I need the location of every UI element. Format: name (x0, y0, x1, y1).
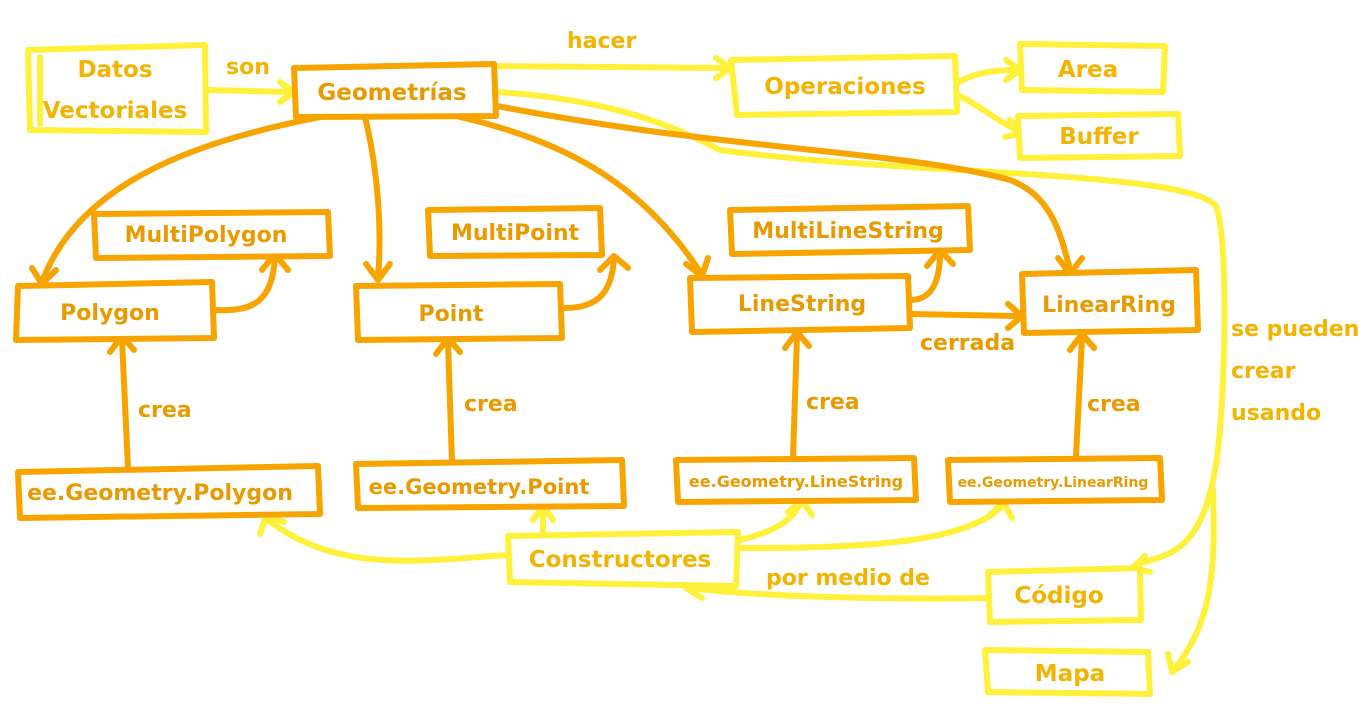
edge-operaciones-to-area (952, 67, 1021, 87)
edge-geometrias-to-operaciones (495, 63, 731, 71)
node-label-datos-line2: Vectoriales (43, 98, 188, 124)
box-ee-point (353, 457, 627, 511)
edge-label-cerrada: cerrada (920, 331, 1015, 356)
node-label-linestring: LineString (738, 292, 866, 317)
box-geometrias (291, 61, 499, 120)
edge-polygon-to-multipolygon (213, 255, 278, 314)
edge-label-usando: usando (1231, 401, 1321, 426)
edge-label-por-medio-de: por medio de (766, 566, 930, 591)
box-area (1017, 41, 1168, 95)
node-label-multilinestring: MultiLineString (752, 219, 943, 244)
edge-geometrias-to-point (362, 114, 383, 281)
box-ee-polygon (15, 463, 323, 521)
node-label-linearring: LinearRing (1042, 293, 1176, 318)
edge-operaciones-to-buffer (952, 91, 1023, 135)
node-label-point: Point (419, 302, 484, 327)
edge-point-to-multipoint (562, 255, 617, 311)
node-label-datos-line1: Datos (77, 57, 152, 83)
edge-constructores-to-ee-polygon (265, 517, 513, 564)
edge-loop-to-mapa (1172, 487, 1217, 671)
edge-geometrias-to-polygon (39, 112, 333, 285)
box-ee-linearring (945, 455, 1165, 505)
box-buffer (1015, 111, 1183, 161)
box-operaciones (728, 53, 960, 118)
node-label-ee-linearring: ee.Geometry.LinearRing (958, 475, 1149, 491)
box-multipolygon (91, 209, 333, 261)
edge-constructores-to-ee-linestring (737, 501, 803, 543)
box-point (353, 281, 565, 343)
box-ee-linestring (673, 455, 919, 505)
node-label-mapa: Mapa (1035, 661, 1105, 687)
box-codigo (985, 565, 1144, 625)
node-label-ee-polygon: ee.Geometry.Polygon (27, 481, 293, 506)
box-multilinestring (727, 203, 973, 257)
node-label-geometrias: Geometrías (317, 80, 466, 106)
edge-datos-to-geometrias (202, 87, 295, 95)
edge-ee-linearring-to-linearring (1073, 335, 1085, 459)
edge-ee-point-to-point (445, 339, 455, 465)
edge-label-crea-point: crea (464, 392, 518, 417)
edge-codigo-to-constructores (687, 585, 993, 602)
box-polygon (13, 279, 217, 343)
edge-geometrias-to-linestring (457, 114, 703, 275)
edge-label-hacer: hacer (567, 29, 636, 54)
node-label-polygon: Polygon (60, 301, 160, 326)
arrowhead-point (363, 261, 393, 283)
edge-label-crea-polygon: crea (138, 398, 192, 423)
box-linearring (1019, 267, 1201, 336)
node-label-codigo: Código (1014, 583, 1103, 609)
box-mapa (982, 647, 1153, 697)
edge-label-son: son (226, 55, 270, 80)
edge-linestring-to-linearring (907, 311, 1023, 319)
edge-ee-linestring-to-linestring (790, 333, 800, 461)
node-label-constructores: Constructores (529, 547, 712, 573)
node-label-buffer: Buffer (1059, 124, 1139, 150)
edge-label-se-pueden: se pueden (1231, 317, 1359, 342)
node-label-ee-point: ee.Geometry.Point (369, 475, 590, 499)
edge-label-crea-linearring: crea (1087, 392, 1141, 417)
edge-linestring-to-multilinestring (907, 249, 943, 303)
edge-label-crea-linestring: crea (806, 390, 860, 415)
box-datos-vectoriales (25, 42, 209, 135)
node-label-multipolygon: MultiPolygon (125, 223, 288, 248)
node-label-ee-linestring: ee.Geometry.LineString (689, 472, 903, 491)
node-label-operaciones: Operaciones (764, 74, 925, 100)
node-label-area: Area (1058, 57, 1118, 83)
edge-geometrias-to-linearring (489, 102, 1073, 273)
edge-constructores-to-ee-linearring (737, 505, 1003, 551)
arrowhead-mapa (1165, 651, 1191, 675)
arrowhead-multipoint (597, 253, 631, 273)
box-multipoint (425, 205, 605, 259)
edge-ee-polygon-to-polygon (119, 337, 131, 471)
node-label-multipoint: MultiPoint (451, 221, 580, 246)
edge-label-crear: crear (1231, 359, 1296, 384)
box-constructores (505, 529, 741, 589)
box-linestring (687, 273, 913, 335)
